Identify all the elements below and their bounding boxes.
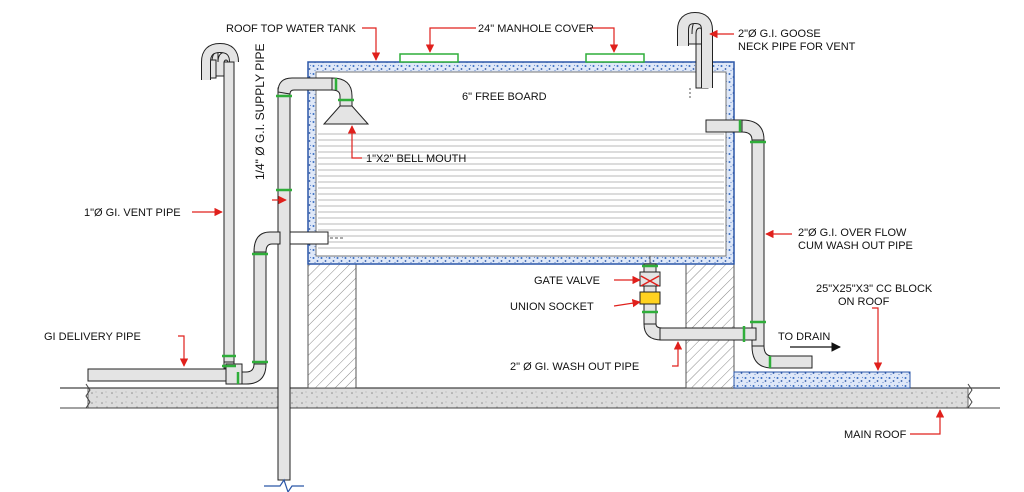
label-overflow-1: 2"Ø G.I. OVER FLOW — [798, 227, 907, 239]
label-cc-block-1: 25"X25"X3" CC BLOCK — [816, 283, 933, 295]
manhole-cover-right — [585, 53, 645, 63]
label-delivery-pipe: GI DELIVERY PIPE — [44, 331, 141, 343]
label-bell-mouth: 1"X2" BELL MOUTH — [366, 153, 466, 165]
delivery-pipe — [87, 368, 229, 382]
label-cc-block-2: ON ROOF — [838, 296, 890, 308]
washout-pipe — [659, 327, 757, 341]
tank-support-left — [307, 261, 357, 389]
overflow-pipe — [705, 119, 743, 133]
main-roof-slab — [60, 383, 1000, 409]
label-free-board: 6" FREE BOARD — [462, 91, 547, 103]
union-socket — [639, 291, 661, 305]
label-roof-tank: ROOF TOP WATER TANK — [226, 23, 356, 35]
label-wash-out: 2" Ø GI. WASH OUT PIPE — [510, 361, 639, 373]
label-overflow-2: CUM WASH OUT PIPE — [798, 240, 913, 252]
label-vent-pipe: 1"Ø GI. VENT PIPE — [84, 207, 181, 219]
label-goose-neck-2: NECK PIPE FOR VENT — [738, 41, 856, 53]
tank-support-right — [685, 261, 735, 389]
label-union-socket: UNION SOCKET — [510, 301, 594, 313]
label-gate-valve: GATE VALVE — [534, 275, 600, 287]
label-manhole: 24" MANHOLE COVER — [478, 23, 594, 35]
pipe-fittings — [222, 78, 772, 384]
label-to-drain: TO DRAIN — [778, 331, 830, 343]
water-level-lines — [318, 133, 724, 249]
label-supply-pipe: 1/4" Ø G.I. SUPPLY PIPE — [253, 43, 267, 180]
leader-lines — [178, 27, 945, 435]
pipe-break-mark — [264, 478, 304, 492]
bell-mouth — [322, 105, 370, 125]
manhole-cover-left — [399, 53, 459, 63]
label-goose-neck-1: 2"Ø G.I. GOOSE — [738, 28, 821, 40]
gate-valve — [639, 271, 661, 287]
label-main-roof: MAIN ROOF — [844, 429, 907, 441]
supply-pipe — [277, 87, 291, 481]
cc-block — [733, 371, 911, 389]
